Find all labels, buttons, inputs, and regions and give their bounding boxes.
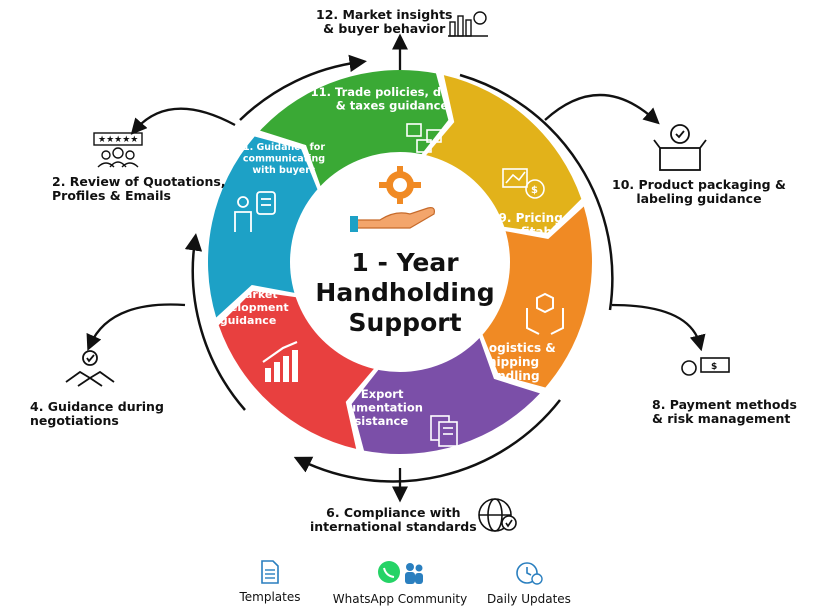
gear-hand-icon [350, 166, 435, 232]
center-title: 1 - Year Handholding Support [295, 248, 515, 338]
center-title-line1: 1 - Year [351, 248, 459, 277]
svg-text:$: $ [711, 362, 717, 372]
ring-segment-label-line: 7. Logistics & [464, 341, 556, 355]
label-2-review: 2. Review of Quotations, Profiles & Emai… [52, 174, 226, 203]
person-chat-icon [234, 191, 276, 232]
label-10-packaging: 10. Product packaging & labeling guidanc… [612, 177, 786, 206]
ring-segment-label-1: 11. Trade policies, duties& taxes guidan… [311, 85, 474, 113]
arrow-to-8 [611, 303, 706, 352]
svg-text:$: $ [531, 185, 538, 196]
ring-arc-3 [184, 233, 246, 411]
handshake-icon [65, 350, 115, 387]
footer-daily-updates[interactable]: Daily Updates [484, 560, 574, 606]
svg-text:★★★★★: ★★★★★ [98, 135, 138, 145]
ring-segment-label-line: assistance [340, 414, 408, 428]
ring-segment-label-line: 11. Trade policies, duties [311, 85, 474, 99]
label-4-negotiations: 4. Guidance during negotiations [30, 399, 164, 428]
pricing-icon: $ [502, 168, 545, 199]
ring-segment-label-line: 9. Pricing & [499, 211, 578, 225]
footer-templates[interactable]: Templates [225, 560, 315, 604]
globe-check-icon [478, 498, 517, 532]
clock-calendar-icon [516, 562, 543, 585]
review-stars-people-icon: ★★★★★ [93, 132, 143, 168]
footer-whatsapp-community[interactable]: WhatsApp Community [332, 560, 468, 606]
ring-segment-label-line: 1. Guidance for [243, 142, 325, 153]
ring-segment-label-line: with buyers [252, 165, 316, 176]
label-12-market-insights: 12. Market insights & buyer behavior [316, 7, 453, 36]
outer-arrow-ring [184, 54, 614, 483]
ring-segments: 11. Trade policies, duties& taxes guidan… [207, 70, 592, 454]
center-title-line2: Handholding [315, 278, 495, 307]
growth-chart-icon [262, 340, 298, 382]
arrow-to-2 [130, 107, 236, 135]
document-icon [261, 560, 279, 584]
ring-arc-2 [293, 399, 561, 483]
branch-arrows [86, 33, 706, 503]
ring-segment-label-line: guidance [220, 314, 277, 327]
ring-arc-1 [459, 73, 614, 311]
label-8-payment: 8. Payment methods & risk management [652, 397, 797, 426]
ring-segment-label-line: documentation [325, 401, 423, 415]
payment-gear-icon: $ [681, 357, 730, 376]
ring-segment-4 [351, 335, 540, 454]
documents-icon [430, 415, 458, 447]
boxes-icon [406, 123, 442, 153]
footer-templates-label: Templates [239, 590, 301, 604]
ring-segment-1 [260, 70, 449, 189]
footer-updates-label: Daily Updates [487, 592, 571, 606]
arrow-to-4 [86, 303, 186, 351]
arrow-to-10 [544, 93, 660, 125]
package-check-icon [653, 124, 707, 171]
ring-arc-4 [239, 54, 367, 121]
label-6-compliance: 6. Compliance with international standar… [310, 505, 477, 534]
ring-segment-label-line: shipping [481, 355, 539, 369]
ring-segment-label-line: communicating [243, 154, 325, 165]
footer-community-label: WhatsApp Community [332, 592, 468, 606]
ring-segment-label-line: 5. Export [345, 387, 404, 401]
ring-segment-label-line: & taxes guidance [336, 99, 449, 113]
whatsapp-community-icon [378, 561, 423, 584]
center-circle [290, 152, 510, 372]
box-hands-icon [526, 292, 564, 335]
center-title-line3: Support [348, 308, 462, 337]
market-insights-icon [448, 11, 488, 37]
